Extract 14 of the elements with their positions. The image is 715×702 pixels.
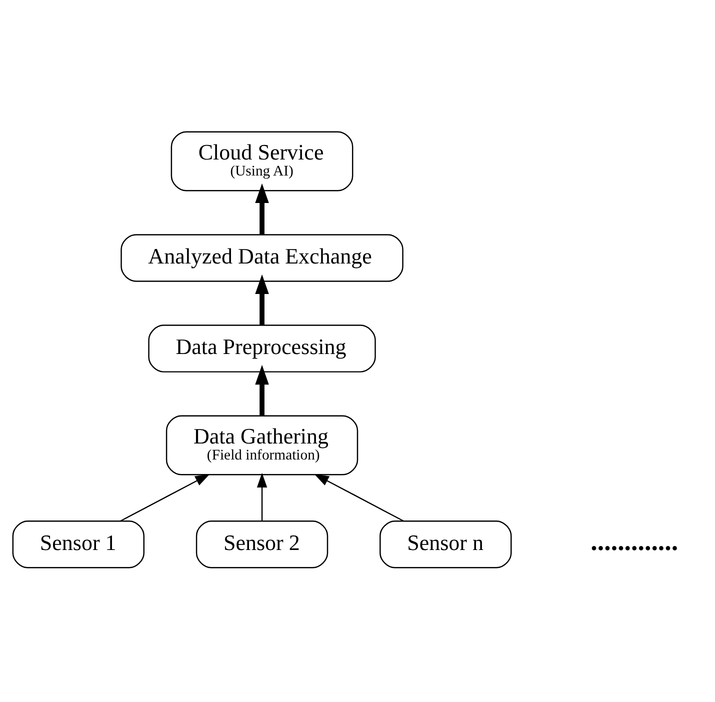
- arrow: [255, 183, 269, 234]
- node-box: Cloud Service (Using AI): [170, 131, 354, 192]
- node-box: Sensor 2: [196, 520, 328, 568]
- node-box: Sensor 1: [12, 520, 145, 568]
- node-box: Analyzed Data Exchange: [120, 234, 404, 282]
- arrow: [256, 472, 268, 521]
- label: .............: [590, 526, 678, 556]
- node-box: Data Preprocessing: [148, 324, 376, 372]
- node-box: Data Gathering (Field information): [166, 415, 358, 476]
- arrow: [120, 474, 210, 522]
- arrow: [255, 364, 269, 416]
- node-box: Sensor n: [380, 520, 512, 568]
- arrow: [314, 474, 404, 522]
- arrow: [255, 274, 269, 326]
